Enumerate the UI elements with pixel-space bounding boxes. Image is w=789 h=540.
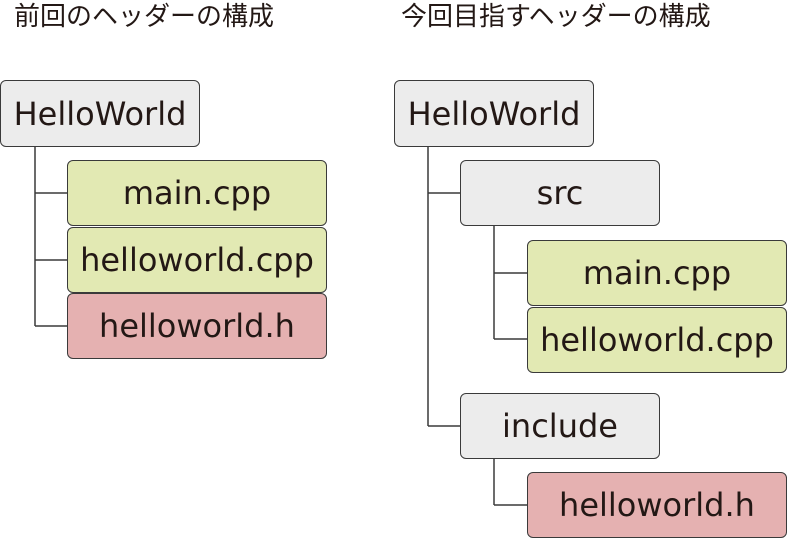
src-folder: src xyxy=(460,160,660,226)
include-file-label: helloworld.h xyxy=(559,486,755,524)
left-file-label: helloworld.cpp xyxy=(80,241,314,279)
src-file-main-cpp: main.cpp xyxy=(527,240,787,306)
right-heading: 今回目指すヘッダーの構成 xyxy=(401,2,711,32)
right-root-label: HelloWorld xyxy=(407,94,581,133)
left-file-main-cpp: main.cpp xyxy=(67,160,327,226)
src-folder-label: src xyxy=(536,174,584,212)
left-root-label: HelloWorld xyxy=(13,94,187,133)
left-heading: 前回のヘッダーの構成 xyxy=(14,2,275,32)
left-root-folder: HelloWorld xyxy=(0,80,200,147)
src-file-label: main.cpp xyxy=(582,254,732,292)
include-folder-label: include xyxy=(502,407,618,445)
include-file-helloworld-h: helloworld.h xyxy=(527,472,787,538)
src-file-helloworld-cpp: helloworld.cpp xyxy=(527,307,787,373)
include-folder: include xyxy=(460,393,660,459)
src-file-label: helloworld.cpp xyxy=(540,321,774,359)
left-file-label: helloworld.h xyxy=(99,307,295,345)
left-file-helloworld-h: helloworld.h xyxy=(67,293,327,359)
right-root-folder: HelloWorld xyxy=(394,80,594,147)
left-file-label: main.cpp xyxy=(122,174,272,212)
left-file-helloworld-cpp: helloworld.cpp xyxy=(67,227,327,293)
